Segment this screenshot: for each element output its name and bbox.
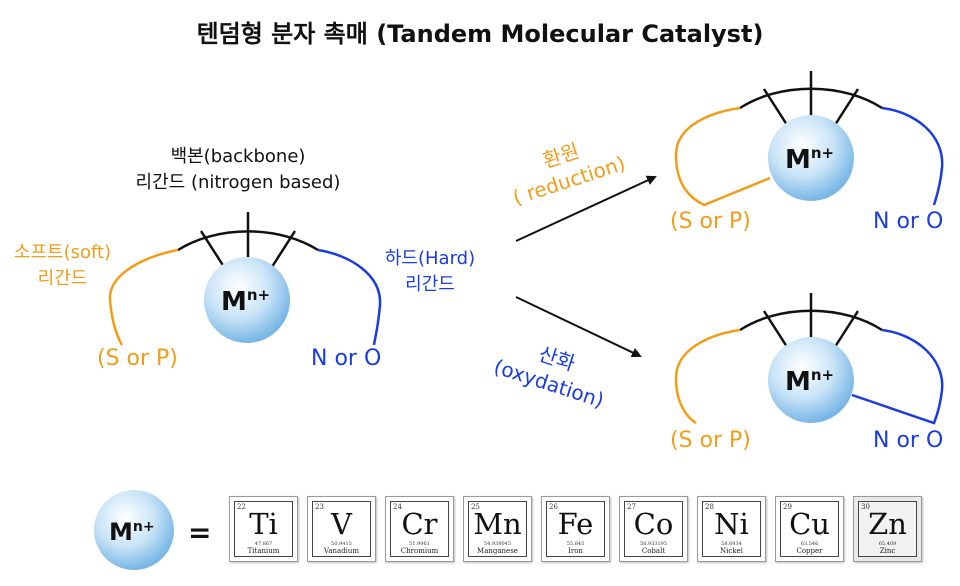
soft-ligand-arm	[674, 328, 741, 425]
hard-ligand-arm	[881, 106, 944, 206]
soft-ligand-line1: 소프트(soft)	[13, 242, 112, 263]
legend-metal: Mn+	[94, 490, 174, 570]
complex-initial: Mn+	[108, 212, 382, 346]
soft-ligand-label: 소프트(soft) 리간드	[0, 240, 125, 292]
atomic-number: 26	[549, 503, 558, 511]
element-name: Titanium	[247, 547, 280, 555]
metal-ion	[94, 490, 174, 570]
metal-ion	[204, 257, 290, 343]
metal-ion	[768, 337, 854, 423]
reduction-arrow	[515, 175, 657, 242]
element-name: Cobalt	[641, 547, 666, 555]
soft-ligand-line2: 리간드	[37, 268, 88, 289]
element-symbol: Fe	[557, 507, 594, 541]
element-name: Copper	[796, 547, 823, 555]
atomic-mass: 55.845	[566, 541, 585, 547]
soft-ligand-arm	[108, 248, 179, 346]
element-name: Zinc	[879, 547, 896, 555]
element-name: Nickel	[720, 547, 743, 555]
atomic-mass: 58.933195	[639, 541, 668, 547]
hard-ligand-arm	[851, 328, 944, 425]
atomic-number: 22	[237, 503, 246, 511]
element-symbol: Ni	[714, 507, 749, 541]
backbone-bond	[762, 88, 791, 129]
atomic-mass: 47.867	[254, 541, 273, 547]
atomic-number: 25	[471, 503, 480, 511]
donor-hard-label: N or O	[873, 209, 944, 234]
complex-oxidized: Mn+	[674, 293, 944, 425]
element-name: Chromium	[400, 547, 439, 555]
atomic-mass: 51.9961	[409, 541, 430, 547]
complex-reduced: Mn+	[674, 71, 944, 207]
atomic-mass: 54.938045	[483, 541, 512, 547]
atomic-number: 28	[705, 503, 714, 511]
donor-soft-label: (S or P)	[97, 346, 178, 371]
hard-ligand-line2: 리간드	[405, 274, 455, 295]
atomic-number: 24	[393, 503, 402, 511]
donor-soft-label: (S or P)	[670, 428, 751, 453]
metal-label: Mn+	[785, 366, 834, 397]
backbone-bond	[762, 310, 791, 351]
backbone-bond	[199, 230, 228, 271]
element-symbol: Cr	[401, 507, 438, 541]
metal-label: Mn+	[109, 518, 155, 546]
backbone-ligand-label: 백본(backbone) 리간드 (nitrogen based)	[108, 144, 368, 196]
element-symbol: Zn	[868, 507, 907, 541]
donor-soft-label: (S or P)	[670, 209, 751, 234]
atomic-mass: 63.546	[800, 541, 819, 547]
donor-hard-label: N or O	[873, 428, 944, 453]
atomic-number: 27	[627, 503, 636, 511]
equals-sign: =	[188, 516, 212, 549]
element-name: Vanadium	[323, 547, 360, 555]
element-symbol: Mn	[473, 507, 522, 541]
element-symbol: Co	[633, 507, 674, 541]
backbone-bond	[268, 230, 297, 271]
backbone-label-line2: 리간드 (nitrogen based)	[135, 172, 341, 193]
backbone-label-line1: 백본(backbone)	[170, 146, 306, 167]
atomic-mass: 50.9415	[331, 541, 352, 547]
oxidation-arrow	[515, 296, 642, 358]
element-symbol: V	[331, 507, 352, 541]
backbone-bond	[831, 88, 860, 129]
element-symbol: Cu	[789, 507, 830, 541]
atomic-number: 23	[315, 503, 324, 511]
atomic-mass: 58.6934	[721, 541, 742, 547]
atomic-number: 30	[861, 503, 870, 511]
hard-ligand-arm	[317, 248, 382, 346]
hard-ligand-line1: 하드(Hard)	[384, 248, 476, 269]
atomic-mass: 65.409	[878, 541, 897, 547]
metal-ion	[768, 115, 854, 201]
metal-label: Mn+	[221, 286, 270, 317]
donor-hard-label: N or O	[311, 346, 382, 371]
backbone-bond	[831, 310, 860, 351]
element-symbol: Ti	[249, 507, 278, 541]
element-name: Manganese	[477, 547, 518, 555]
atomic-number: 29	[783, 503, 792, 511]
hard-ligand-label: 하드(Hard) 리간드	[370, 246, 490, 298]
page-title: 텐덤형 분자 촉매 (Tandem Molecular Catalyst)	[196, 20, 764, 48]
element-name: Iron	[568, 547, 583, 555]
soft-ligand-arm	[674, 106, 771, 207]
metal-label: Mn+	[785, 144, 834, 175]
